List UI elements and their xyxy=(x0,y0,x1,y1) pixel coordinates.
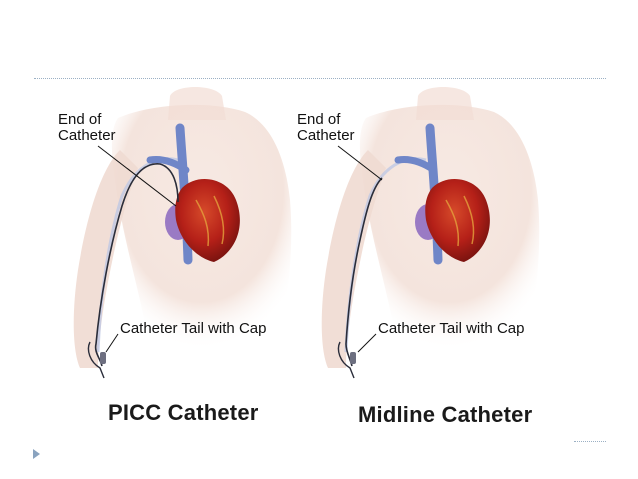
midline-tail-label: Catheter Tail with Cap xyxy=(378,320,525,337)
midline-cap-icon xyxy=(350,352,356,364)
picc-subclavian xyxy=(146,156,190,174)
midline-tail-leader xyxy=(357,333,377,353)
midline-arm xyxy=(321,150,386,368)
midline-title: Midline Catheter xyxy=(358,402,533,427)
midline-heart-vessels xyxy=(445,195,475,247)
picc-heart-vessels xyxy=(195,195,225,247)
midline-heart xyxy=(425,178,490,262)
picc-end-leader xyxy=(97,145,177,207)
picc-end-label: End of Catheter xyxy=(58,112,116,144)
midline-catheter-cap xyxy=(337,341,355,379)
picc-tail-leader xyxy=(105,333,119,353)
picc-catheter-cap xyxy=(87,341,105,379)
picc-title: PICC Catheter xyxy=(108,400,259,425)
bullet-arrow-icon xyxy=(33,449,40,459)
midline-end-label: End of Catheter xyxy=(297,112,355,144)
midline-end-leader xyxy=(337,145,383,181)
midline-end-label-line2: Catheter xyxy=(297,127,355,144)
picc-end-label-line2: Catheter xyxy=(58,127,116,144)
picc-heart xyxy=(175,178,240,262)
picc-panel xyxy=(73,87,292,379)
bottom-divider xyxy=(574,441,606,442)
top-divider xyxy=(34,78,606,79)
midline-panel xyxy=(321,87,540,379)
midline-catheter xyxy=(345,177,383,367)
midline-subclavian xyxy=(394,156,438,174)
picc-cap-icon xyxy=(100,352,106,364)
picc-neck xyxy=(168,87,226,120)
picc-catheter xyxy=(94,163,179,367)
picc-tail-label: Catheter Tail with Cap xyxy=(120,320,267,337)
midline-neck xyxy=(416,87,474,120)
midline-end-label-line1: End of xyxy=(297,111,341,128)
picc-end-label-line1: End of xyxy=(58,111,102,128)
